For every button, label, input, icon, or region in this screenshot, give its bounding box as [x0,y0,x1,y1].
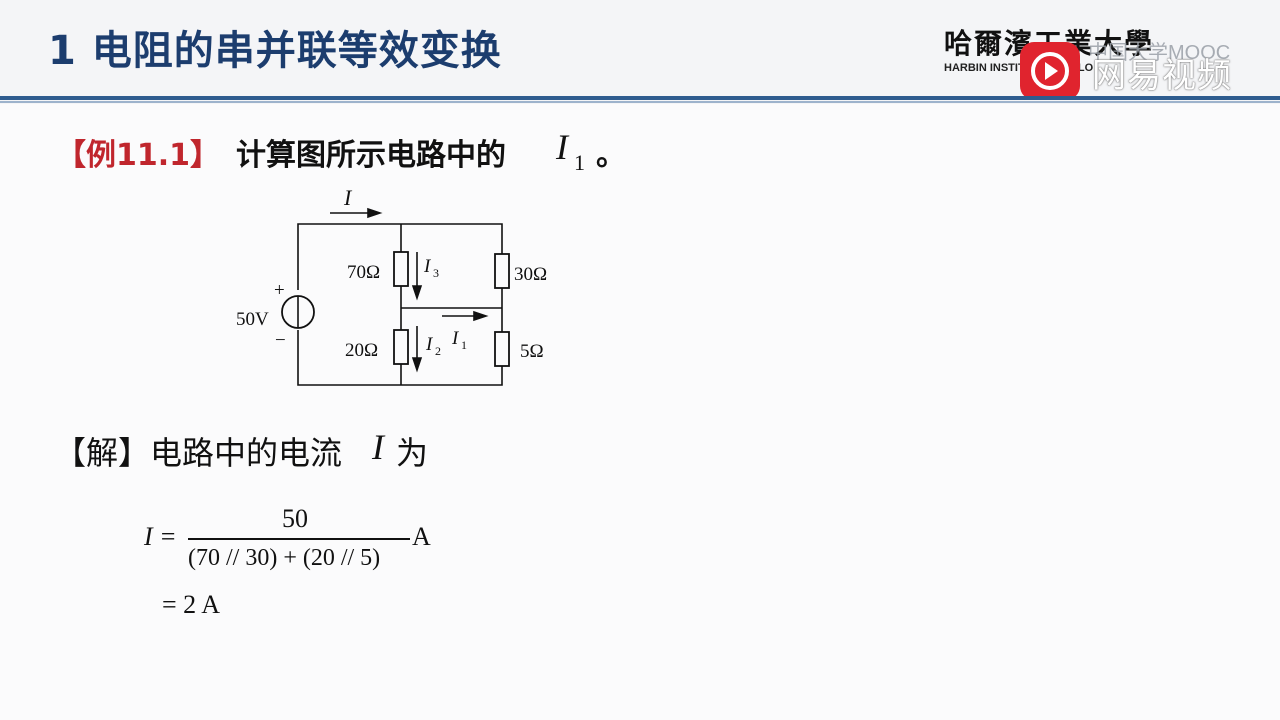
current-I1-sub: 1 [461,338,467,352]
minus-sign: − [275,330,286,351]
plus-sign: + [274,280,285,301]
resistor-70-label: 70Ω [347,262,380,283]
solution-variable: I [372,427,384,467]
example-variable: I [556,127,568,167]
example-period: 。 [596,138,626,173]
mooc-watermark: 中国大学MOOC [1088,42,1231,64]
video-logo-icon [1020,42,1080,100]
header-rule [0,96,1280,100]
example-question: 计算图所示电路中的 [236,138,506,173]
current-I3-label: I [423,256,432,277]
circuit-diagram: 50V + − I 70Ω 30Ω 20Ω 5Ω I 3 I 2 I 1 [236,185,547,386]
equation-denominator: (70 // 30) + (20 // 5) [188,545,381,571]
source-voltage-label: 50V [236,309,269,330]
slide-title: 1 电阻的串并联等效变换 [48,28,502,74]
solution-lead: 【解】电路中的电流 [54,434,343,472]
resistor-5-icon [494,331,510,367]
current-I2-label: I [425,334,434,355]
resistor-5-label: 5Ω [520,341,544,362]
equation-numerator: 50 [282,504,308,533]
fraction-bar [188,538,410,540]
example-tag: 【例11.1】 [56,138,221,173]
current-I3-sub: 3 [433,266,439,280]
current-I2-sub: 2 [435,344,441,358]
current-I1-label: I [451,328,460,349]
resistor-30-icon [494,253,510,289]
resistor-20-icon [393,329,409,365]
current-I-label: I [343,185,353,210]
video-watermark: 网易视频 [1092,56,1232,96]
equation-unit: A [412,522,431,551]
equation-result: = 2 A [162,590,221,619]
header-rule-light [0,101,1280,103]
voltage-source-icon [281,290,315,330]
equation-lhs: I = [144,522,177,551]
solution-tail: 为 [396,434,429,472]
example-variable-sub: 1 [574,150,585,175]
resistor-70-icon [393,251,409,287]
resistor-20-label: 20Ω [345,340,378,361]
resistor-30-label: 30Ω [514,264,547,285]
